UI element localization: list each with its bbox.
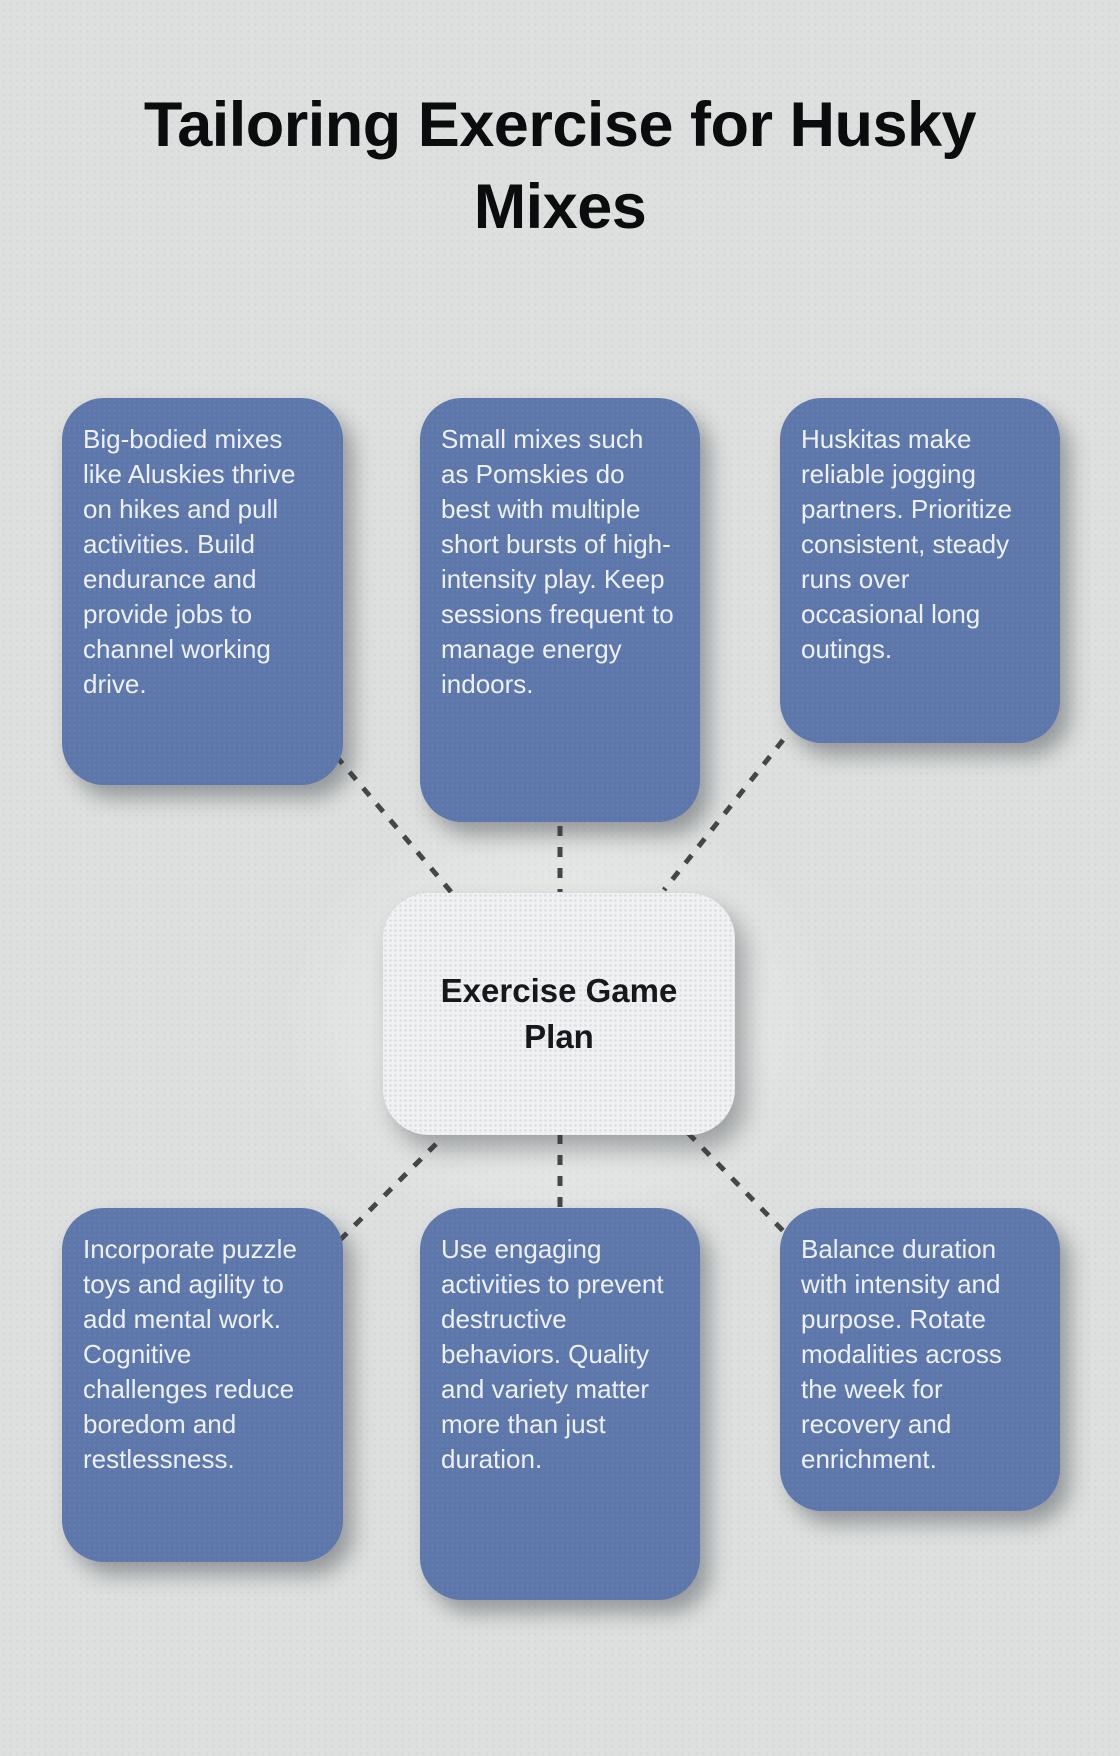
- center-node: Exercise Game Plan: [383, 893, 735, 1135]
- page-title: Tailoring Exercise for Husky Mixes: [143, 90, 977, 242]
- node-bottom-right: Balance duration with intensity and purp…: [780, 1208, 1060, 1511]
- node-top-right: Huskitas make reliable jogging partners.…: [780, 398, 1060, 743]
- node-bottom-right-text: Balance duration with intensity and purp…: [801, 1234, 1002, 1474]
- connector-top-left: [334, 754, 454, 895]
- node-bottom-middle: Use engaging activities to prevent destr…: [420, 1208, 700, 1600]
- center-node-label: Exercise Game Plan: [440, 972, 678, 1055]
- node-top-left: Big-bodied mixes like Aluskies thrive on…: [62, 398, 343, 785]
- node-top-left-text: Big-bodied mixes like Aluskies thrive on…: [83, 424, 296, 699]
- connector-bottom-left: [326, 1142, 438, 1254]
- node-bottom-left-text: Incorporate puzzle toys and agility to a…: [83, 1234, 297, 1474]
- connector-bottom-right: [686, 1131, 792, 1240]
- node-top-middle-text: Small mixes such as Pomskies do best wit…: [441, 424, 674, 699]
- node-bottom-middle-text: Use engaging activities to prevent destr…: [441, 1234, 664, 1474]
- node-top-right-text: Huskitas make reliable jogging partners.…: [801, 424, 1012, 664]
- node-top-middle: Small mixes such as Pomskies do best wit…: [420, 398, 700, 822]
- node-bottom-left: Incorporate puzzle toys and agility to a…: [62, 1208, 343, 1562]
